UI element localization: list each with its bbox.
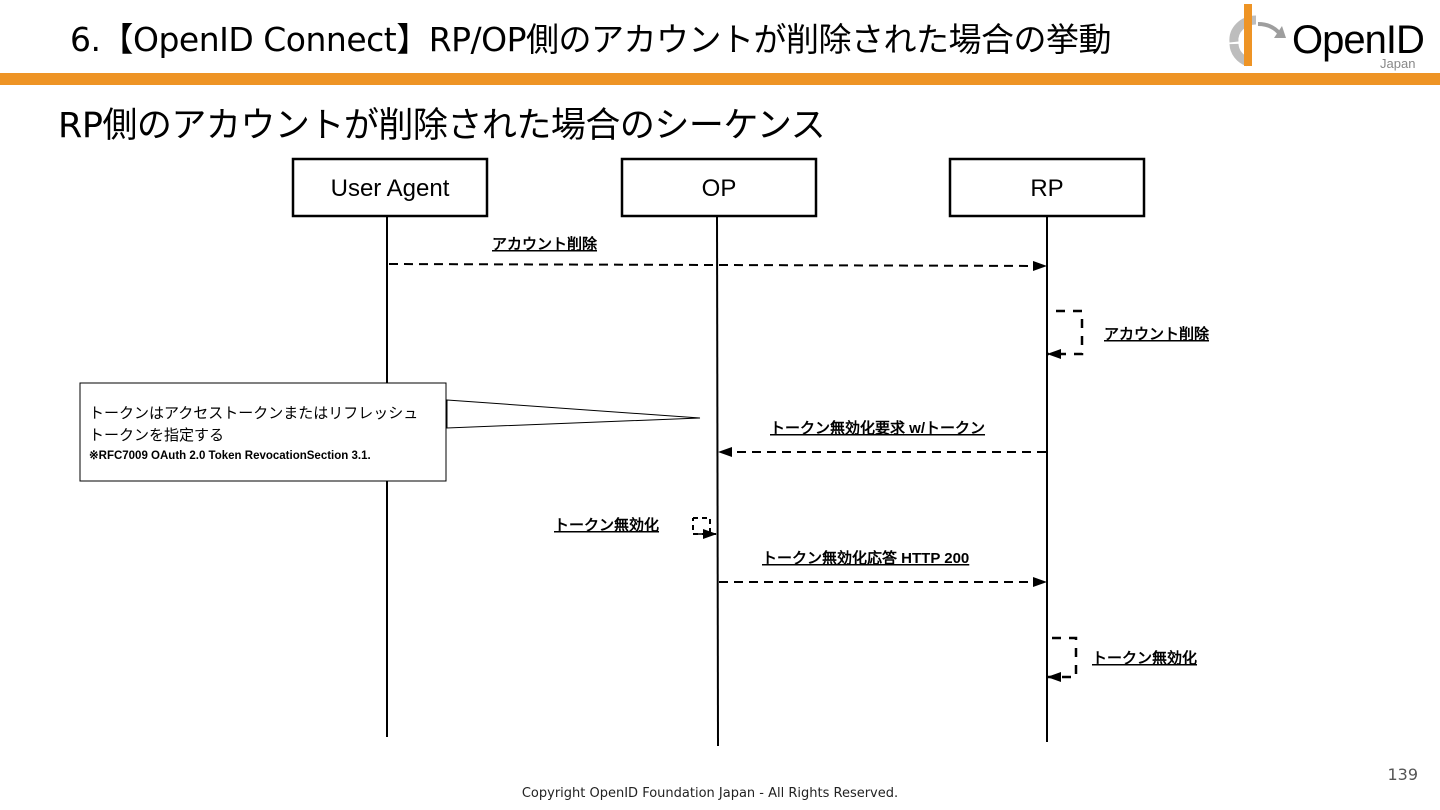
self-arrow-rp-revoke bbox=[1047, 636, 1078, 682]
page-number: 139 bbox=[1387, 765, 1418, 784]
header-divider bbox=[0, 73, 1440, 85]
openid-logo-icon bbox=[1229, 4, 1286, 67]
message-label-rp-revoke: トークン無効化 bbox=[1092, 649, 1197, 667]
message-label-account-delete: アカウント削除 bbox=[492, 235, 598, 253]
participant-box-op bbox=[620, 157, 818, 218]
participant-label-op: OP bbox=[702, 175, 737, 202]
self-arrow-op-revoke bbox=[692, 517, 716, 535]
note-line-2: トークンを指定する bbox=[89, 427, 225, 444]
openid-logo: OpenID Japan bbox=[1212, 2, 1432, 72]
note-callout-pointer bbox=[446, 399, 701, 429]
note-line-1: トークンはアクセストークンまたはリフレッシュ bbox=[89, 405, 419, 422]
note-reference: ※RFC7009 OAuth 2.0 Token RevocationSecti… bbox=[89, 450, 371, 462]
logo-subtext: Japan bbox=[1380, 56, 1416, 71]
message-label-rp-account-delete: アカウント削除 bbox=[1104, 325, 1210, 343]
copyright: Copyright OpenID Foundation Japan - All … bbox=[521, 786, 899, 801]
message-label-op-revoke: トークン無効化 bbox=[554, 516, 659, 534]
participant-box-rp bbox=[948, 157, 1146, 218]
self-arrow-rp-account-delete bbox=[1047, 309, 1084, 359]
participant-box-user-agent bbox=[291, 157, 489, 218]
message-arrow-account-delete bbox=[388, 260, 1047, 271]
participant-label-rp: RP bbox=[1030, 175, 1063, 202]
logo-text: OpenID bbox=[1292, 18, 1425, 62]
slide-subtitle: RP側のアカウントが削除された場合のシーケンス bbox=[58, 106, 826, 146]
participant-label-user-agent: User Agent bbox=[331, 175, 450, 202]
note-text: トークンはアクセストークンまたはリフレッシュ トークンを指定する ※RFC700… bbox=[80, 383, 446, 481]
note-box bbox=[79, 382, 447, 482]
slide-title: 6.【OpenID Connect】RP/OP側のアカウントが削除された場合の挙… bbox=[70, 20, 1112, 59]
message-label-revocation-response: トークン無効化応答 HTTP 200 bbox=[762, 549, 969, 567]
message-label-revocation-request: トークン無効化要求 w/トークン bbox=[770, 419, 985, 437]
lifeline-op bbox=[716, 215, 719, 747]
